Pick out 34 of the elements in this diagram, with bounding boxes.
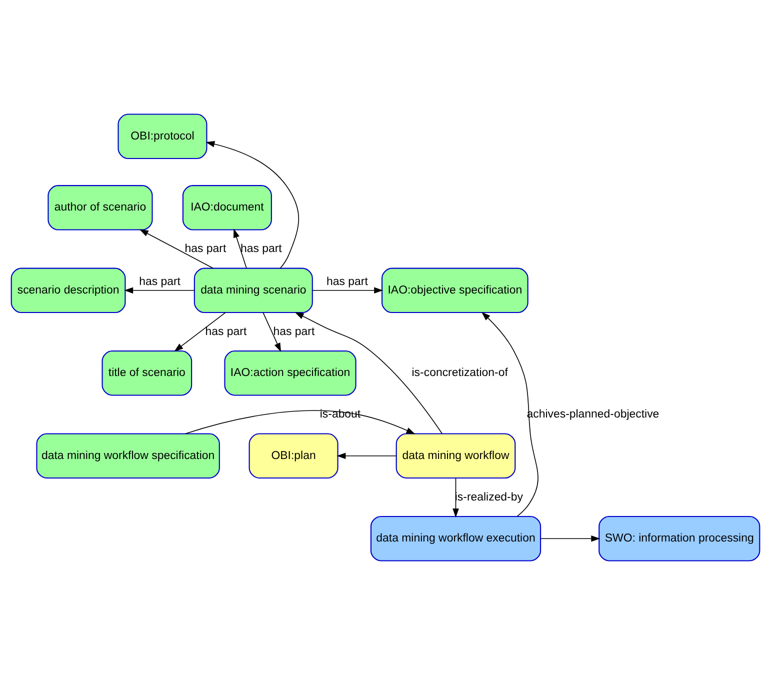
node-box: SWO: information processing bbox=[598, 516, 760, 562]
edge-label: has part bbox=[273, 326, 315, 338]
arrow bbox=[139, 229, 214, 269]
arrow bbox=[294, 312, 443, 434]
arrow bbox=[336, 452, 397, 460]
node-box: title of scenario bbox=[102, 350, 192, 396]
arrow bbox=[540, 535, 600, 542]
edge-label: has part bbox=[326, 276, 368, 288]
edge-label: has part bbox=[205, 326, 247, 338]
node-box: data mining workflow specification bbox=[36, 433, 220, 479]
node-box: IAO:action specification bbox=[224, 350, 356, 396]
node-box: OBI:protocol bbox=[118, 114, 208, 160]
arrow bbox=[262, 312, 282, 352]
edge-label: has part bbox=[240, 243, 282, 256]
edge-label: has part bbox=[184, 243, 226, 256]
edge-label: has part bbox=[139, 276, 181, 288]
arrow bbox=[233, 228, 247, 269]
node-box: IAO:objective specification bbox=[381, 268, 528, 314]
node-box: data mining workflow execution bbox=[370, 516, 542, 562]
arrow bbox=[481, 312, 538, 517]
node-box: data mining workflow bbox=[396, 433, 516, 479]
arrow bbox=[174, 312, 226, 352]
arrow bbox=[184, 410, 416, 434]
arrow bbox=[124, 287, 195, 294]
edge-label: is-about bbox=[320, 408, 361, 421]
edge-label: is-concretization-of bbox=[412, 367, 508, 380]
arrow bbox=[312, 287, 384, 294]
arrow bbox=[206, 140, 300, 269]
node-box: OBI:plan bbox=[248, 433, 338, 479]
node-box: IAO:document bbox=[182, 185, 272, 230]
node-box: author of scenario bbox=[48, 185, 153, 230]
node-box: scenario description bbox=[10, 268, 126, 314]
edge-label: is-realized-by bbox=[454, 491, 523, 504]
node-box: data mining scenario bbox=[194, 268, 313, 314]
